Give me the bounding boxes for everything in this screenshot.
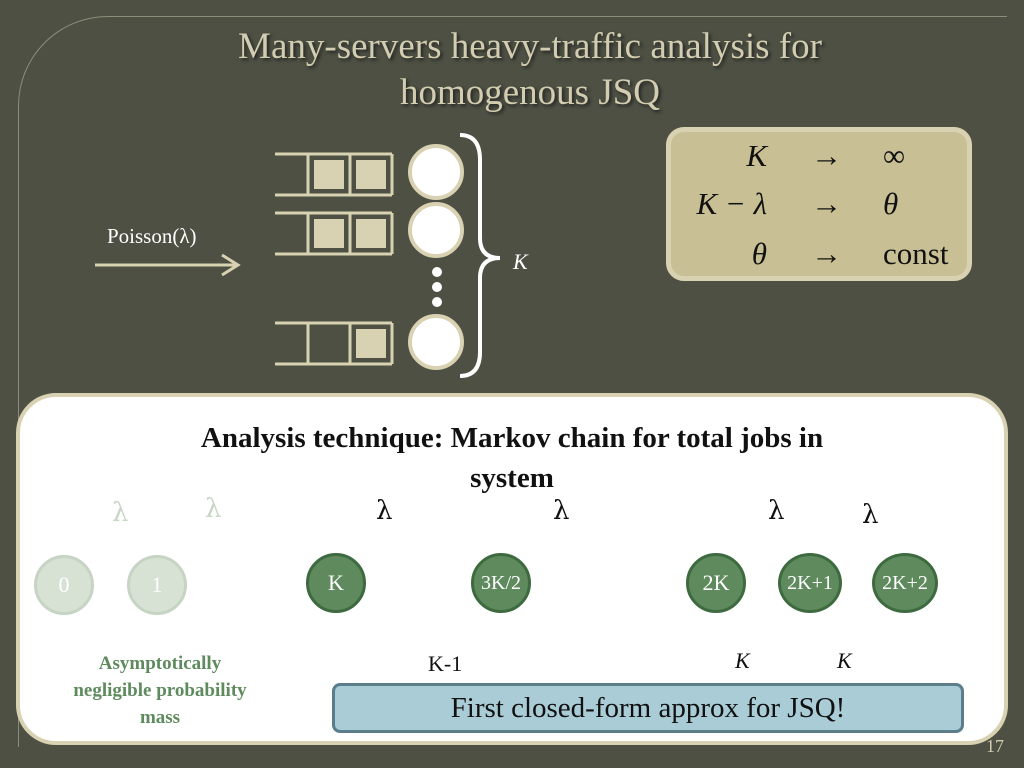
state-2K-plus-2: 2K+2 [872, 553, 938, 613]
lambda-label: λ [862, 500, 879, 530]
math-rhs: ∞ [883, 138, 906, 173]
state-1: 1 [127, 555, 187, 615]
lambda-label: λ [553, 496, 570, 526]
server-1 [408, 144, 464, 200]
slide-frame [18, 16, 1007, 747]
server-3 [408, 314, 464, 370]
rate-label-K: K [837, 648, 852, 673]
lambda-label: λ [376, 496, 393, 526]
jsq-callout: First closed-form approx for JSQ! [332, 683, 964, 733]
servers-count-label: K [513, 249, 528, 274]
math-lhs: θ [751, 236, 767, 271]
server-2 [408, 202, 464, 258]
math-rhs: const [883, 236, 949, 271]
math-row-2: K − λ → θ [671, 186, 967, 226]
math-lhs: K [746, 138, 767, 173]
slide-title: Many-servers heavy-traffic analysis for … [150, 24, 910, 116]
lambda-label: λ [112, 498, 129, 528]
queue-1 [275, 152, 394, 197]
panel-title-line-2: system [470, 462, 554, 494]
page-number: 17 [986, 736, 1004, 756]
negligible-mass-note: Asymptotically negligible probability ma… [73, 653, 247, 728]
math-lhs: K − λ [696, 186, 767, 221]
arrival-arrow [95, 253, 241, 277]
queue-3 [275, 321, 394, 366]
title-line-2: homogenous JSQ [399, 72, 661, 113]
ellipsis-dots [432, 267, 442, 307]
scaling-math-box: K → ∞ K − λ → θ θ → const [666, 127, 972, 281]
arrival-label: Poisson(λ) [107, 224, 197, 248]
rate-label-K-minus-1: K-1 [428, 651, 463, 676]
title-line-1: Many-servers heavy-traffic analysis for [238, 26, 822, 67]
queue-2 [275, 211, 394, 256]
panel-title-line-1: Analysis technique: Markov chain for tot… [200, 422, 824, 454]
state-K: K [306, 553, 366, 613]
math-rhs: θ [883, 186, 899, 221]
state-0: 0 [34, 555, 94, 615]
lambda-label: λ [205, 494, 222, 524]
math-arrow: → [811, 236, 842, 271]
math-arrow: → [811, 138, 842, 173]
panel-title: Analysis technique: Markov chain for tot… [80, 418, 944, 498]
state-3K-over-2: 3K/2 [471, 553, 531, 613]
rate-label-K: K [735, 648, 750, 673]
state-2K-plus-1: 2K+1 [778, 553, 842, 613]
math-row-3: θ → const [671, 236, 967, 276]
servers-brace [459, 133, 501, 378]
state-2K: 2K [686, 553, 746, 613]
lambda-label: λ [768, 496, 785, 526]
math-arrow: → [811, 186, 842, 221]
math-row-1: K → ∞ [671, 138, 967, 178]
